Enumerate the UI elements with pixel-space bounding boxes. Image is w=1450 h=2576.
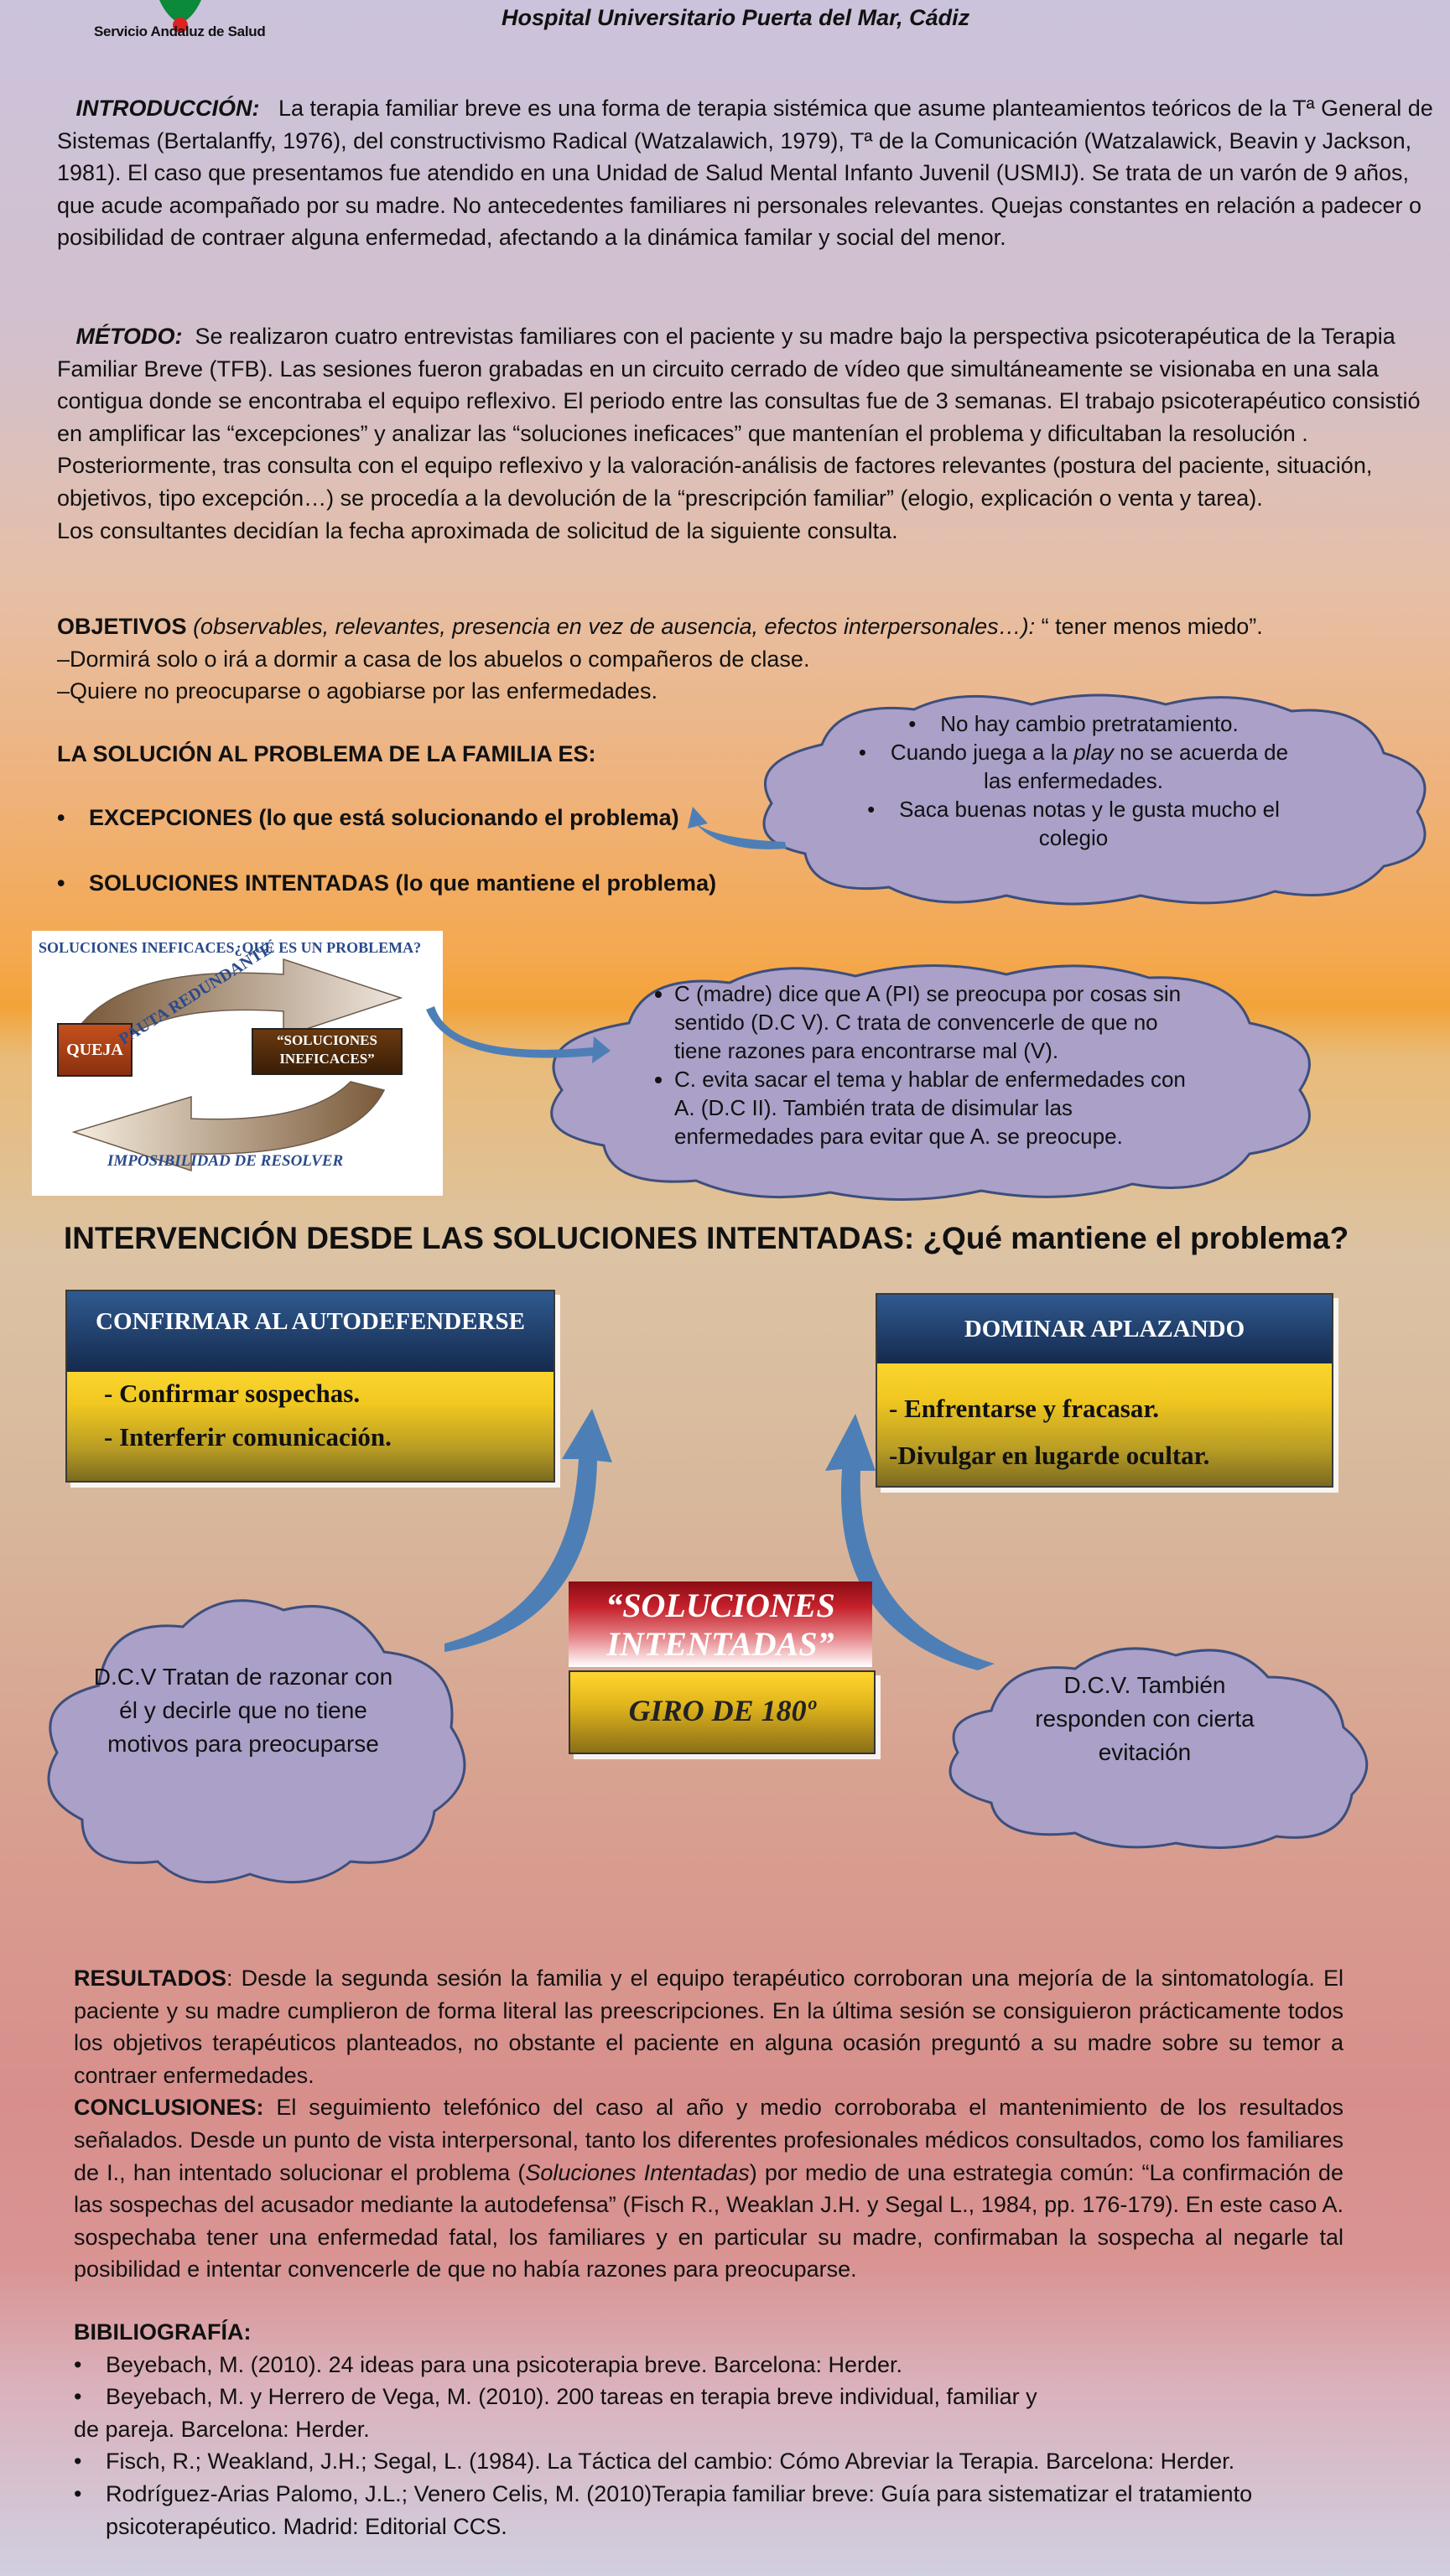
exception-bullet: • No hay cambio pretratamiento. bbox=[908, 711, 1239, 736]
results-section: RESULTADOS: Desde la segunda sesión la f… bbox=[74, 1962, 1343, 2286]
bibliography-item: Beyebach, M. (2010). 24 ideas para una p… bbox=[74, 2349, 1382, 2381]
conclusions-text-2: ) por medio de una estrategia común: “La… bbox=[74, 2159, 1343, 2283]
conclusions-label: CONCLUSIONES: bbox=[74, 2095, 264, 2121]
conclusions-text: El seguimiento telefónico del caso al añ… bbox=[74, 2095, 1343, 2185]
intervention-title: INTERVENCIÓN DESDE LAS SOLUCIONES INTENT… bbox=[64, 1221, 1349, 1255]
exceptions-cloud-shape bbox=[762, 693, 1427, 906]
results-label: RESULTADOS bbox=[74, 1966, 226, 1991]
intro-text: La terapia familiar breve es una forma d… bbox=[57, 96, 1433, 251]
confirm-box: CONFIRMAR AL AUTODEFENDERSE - Confirmar … bbox=[65, 1290, 555, 1483]
dominate-item: -Divulgar en lugarde ocultar. bbox=[889, 1441, 1210, 1470]
problem-diagram: SOLUCIONES INEFICACES¿QUÉ ES UN PROBLEMA… bbox=[32, 931, 443, 1196]
connector-arrow-icon bbox=[426, 1006, 611, 1063]
left-cloud: D.C.V Tratan de razonar con él y decirle… bbox=[93, 1664, 393, 1757]
bibliography-item: Rodríguez-Arias Palomo, J.L.; Venero Cel… bbox=[74, 2478, 1382, 2542]
bibliography-section: BIBILIOGRAFÍA: Beyebach, M. (2010). 24 i… bbox=[74, 2316, 1382, 2542]
solution-item-label: EXCEPCIONES (lo que está solucionando el… bbox=[89, 805, 679, 830]
attempted-solution-bullet: C (madre) dice que A (PI) se preocupa po… bbox=[674, 979, 1204, 1065]
intro-label: INTRODUCCIÓN: bbox=[75, 96, 260, 121]
dominate-item: - Enfrentarse y fracasar. bbox=[889, 1394, 1159, 1423]
intro-section: INTRODUCCIÓN: La terapia familiar breve … bbox=[57, 92, 1439, 254]
objective-item: –Dormirá solo o irá a dormir a casa de l… bbox=[57, 646, 810, 672]
objectives-section: OBJETIVOS (observables, relevantes, pres… bbox=[57, 610, 1439, 708]
solution-item-attempted: •SOLUCIONES INTENTADAS (lo que mantiene … bbox=[57, 870, 717, 896]
left-up-arrow-icon bbox=[444, 1409, 612, 1652]
bibliography-item: Beyebach, M. y Herrero de Vega, M. (2010… bbox=[74, 2381, 1382, 2413]
turn-180-banner: GIRO DE 180º bbox=[569, 1670, 876, 1754]
organization-name: Servicio Andaluz de Salud bbox=[94, 23, 266, 39]
diagram-title: SOLUCIONES INEFICACES¿QUÉ ES UN PROBLEMA… bbox=[39, 939, 422, 956]
ineffective-solutions-box: “SOLUCIONES INEFICACES” bbox=[252, 1028, 403, 1075]
objectives-label: OBJETIVOS bbox=[57, 614, 187, 639]
objectives-criteria: (observables, relevantes, presencia en v… bbox=[193, 614, 1036, 639]
curved-arrow-icon bbox=[688, 807, 787, 849]
attempted-solution-bullet: C. evita sacar el tema y hablar de enfer… bbox=[674, 1065, 1204, 1150]
results-text: : Desde la segunda sesión la familia y e… bbox=[74, 1966, 1343, 2088]
exception-bullet: • Saca buenas notas y le gusta mucho el … bbox=[867, 797, 1280, 850]
exception-bullet: • Cuando juega a la play no se acuerda d… bbox=[858, 740, 1289, 793]
right-cloud-shape bbox=[948, 1647, 1369, 1849]
hospital-name: Hospital Universitario Puerta del Mar, C… bbox=[502, 5, 970, 30]
solution-item-label: SOLUCIONES INTENTADAS (lo que mantiene e… bbox=[89, 870, 717, 896]
objective-item: –Quiere no preocuparse o agobiarse por l… bbox=[57, 678, 657, 704]
bibliography-item-continued: de pareja. Barcelona: Herder. bbox=[74, 2416, 370, 2442]
solution-item-exceptions: •EXCEPCIONES (lo que está solucionando e… bbox=[57, 805, 679, 830]
right-cloud: D.C.V. También responden con cierta evit… bbox=[1035, 1672, 1255, 1765]
bibliography-item: Fisch, R.; Weakland, J.H.; Segal, L. (19… bbox=[74, 2445, 1382, 2478]
dominate-box-header: DOMINAR APLAZANDO bbox=[877, 1295, 1332, 1363]
cycle-arrows-icon bbox=[71, 958, 403, 1172]
objectives-main: “ tener menos miedo”. bbox=[1041, 614, 1263, 639]
dominate-box: DOMINAR APLAZANDO - Enfrentarse y fracas… bbox=[876, 1293, 1333, 1488]
solution-title: LA SOLUCIÓN AL PROBLEMA DE LA FAMILIA ES… bbox=[57, 741, 596, 766]
conclusions-em: Soluciones Intentadas bbox=[525, 2159, 750, 2185]
attempted-solutions-banner: “SOLUCIONES INTENTADAS” bbox=[569, 1581, 872, 1667]
diagram-bottom-label: IMPOSIBILIDAD DE RESOLVER bbox=[107, 1152, 344, 1170]
left-cloud-shape bbox=[47, 1599, 466, 1884]
confirm-box-header: CONFIRMAR AL AUTODEFENDERSE bbox=[67, 1291, 553, 1372]
sas-logo-icon bbox=[159, 0, 201, 33]
method-section: MÉTODO: Se realizaron cuatro entrevistas… bbox=[57, 320, 1439, 547]
method-label: MÉTODO: bbox=[75, 324, 183, 349]
confirm-item: - Confirmar sospechas. bbox=[104, 1379, 361, 1408]
confirm-item: - Interferir comunicación. bbox=[104, 1422, 392, 1452]
bibliography-title: BIBILIOGRAFÍA: bbox=[74, 2319, 252, 2345]
attempted-solutions-cloud: C (madre) dice que A (PI) se preocupa po… bbox=[651, 979, 1204, 1150]
exceptions-cloud: • No hay cambio pretratamiento. • Cuando… bbox=[847, 709, 1300, 852]
attempted-solutions-cloud-shape bbox=[550, 964, 1311, 1201]
confirm-box-body: - Confirmar sospechas. - Interferir comu… bbox=[67, 1372, 553, 1481]
method-text-2: Los consultantes decidían la fecha aprox… bbox=[57, 517, 898, 543]
method-text: Se realizaron cuatro entrevistas familia… bbox=[57, 324, 1421, 511]
complaint-box: QUEJA bbox=[57, 1023, 133, 1077]
dominate-box-body: - Enfrentarse y fracasar. -Divulgar en l… bbox=[877, 1363, 1332, 1486]
right-up-arrow-icon bbox=[825, 1414, 995, 1670]
